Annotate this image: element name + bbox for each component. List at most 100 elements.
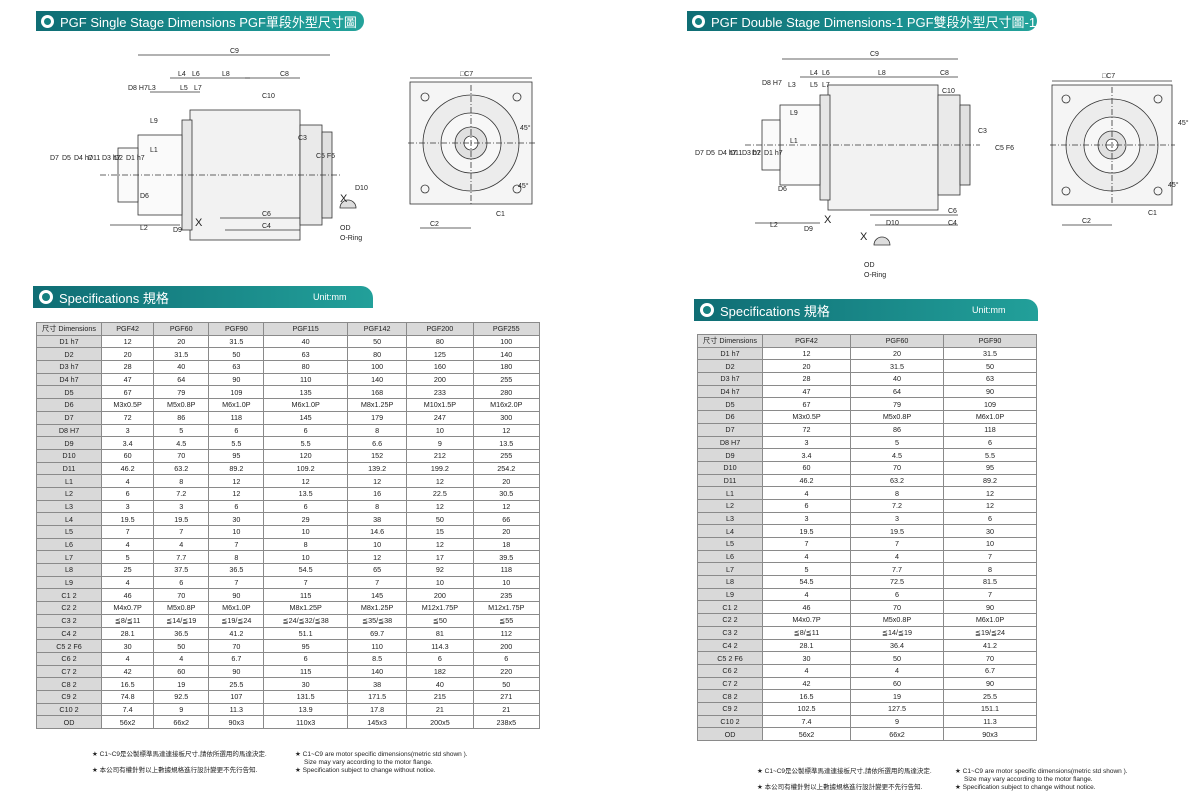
- dimension-label-cell: L2: [36, 486, 102, 501]
- value-cell: ≦8/≦11: [761, 625, 852, 640]
- model-column-header: PGF60: [153, 322, 210, 336]
- dimension-label-cell: D7: [697, 422, 763, 437]
- value-cell: 4: [153, 537, 210, 552]
- value-cell: 30.5: [472, 486, 541, 501]
- value-cell: 90: [943, 600, 1037, 615]
- value-cell: 16.5: [761, 689, 852, 703]
- value-cell: 12: [472, 423, 541, 438]
- value-cell: 151.1: [943, 701, 1037, 716]
- dim-label-d3: D3 h7: [742, 150, 761, 157]
- value-cell: 28.1: [100, 626, 155, 641]
- value-cell: 12: [406, 537, 474, 552]
- value-cell: 60: [761, 460, 852, 475]
- value-cell: 10: [346, 537, 408, 552]
- value-cell: 112: [472, 626, 541, 641]
- left-note-zh1: ★ C1~C9是公製標準馬達連接板尺寸,請依所選用的馬達決定.: [92, 751, 267, 758]
- dimension-label-cell: OD: [697, 727, 763, 741]
- value-cell: 118: [472, 563, 541, 577]
- value-cell: 20: [761, 359, 852, 374]
- dim-label-d7: D7: [695, 150, 704, 157]
- value-cell: M5x0.8P: [850, 613, 944, 627]
- value-cell: 81.5: [943, 575, 1037, 589]
- value-cell: 72: [761, 422, 852, 437]
- right-double-stage-drawing: C9 L4 L6 L8 C8 L3 L5 L7 C10 L9 L1 C3 C5 …: [695, 51, 1189, 279]
- value-cell: 12: [406, 474, 474, 488]
- dimension-label-cell: D11: [36, 461, 102, 476]
- value-cell: 9: [153, 702, 210, 717]
- section-mark-x: X: [860, 231, 868, 243]
- value-cell: 28: [100, 360, 155, 374]
- value-cell: 110: [263, 372, 348, 387]
- right-spec-title: Specifications 規格: [720, 303, 830, 319]
- dim-label-d6: D6: [140, 193, 149, 200]
- dim-label-l1: L1: [150, 147, 158, 154]
- value-cell: 42: [761, 676, 852, 691]
- value-cell: 3: [100, 423, 155, 438]
- value-cell: 4: [100, 537, 155, 552]
- left-spec-title: Specifications 規格: [59, 290, 169, 306]
- dimension-label-cell: C4 2: [697, 638, 763, 653]
- dimension-label-cell: C2 2: [697, 613, 763, 627]
- right-note-en1b: Size may vary according to the motor fla…: [964, 776, 1093, 783]
- value-cell: M6x1.0P: [208, 601, 265, 615]
- value-cell: 3: [761, 511, 852, 526]
- value-cell: M6x1.0P: [943, 410, 1037, 424]
- value-cell: 30: [943, 524, 1037, 538]
- value-cell: M4x0.7P: [100, 601, 155, 615]
- value-cell: 95: [263, 639, 348, 653]
- value-cell: 182: [406, 664, 474, 679]
- dimension-label-cell: C3 2: [697, 625, 763, 640]
- value-cell: 31.5: [850, 359, 944, 374]
- model-column-header: PGF90: [943, 334, 1037, 348]
- dim-label-d1: D1 h7: [764, 150, 783, 157]
- model-column-header: PGF42: [761, 334, 852, 348]
- value-cell: 37.5: [153, 563, 210, 577]
- value-cell: 63.2: [850, 473, 944, 488]
- value-cell: 247: [406, 410, 474, 425]
- value-cell: 8: [263, 537, 348, 552]
- value-cell: 60: [100, 448, 155, 463]
- value-cell: 6: [208, 499, 265, 514]
- right-note-zh1: ★ C1~C9是公製標準馬達連接板尺寸,請依所選用的馬達決定.: [757, 768, 932, 775]
- dimension-label-cell: D10: [36, 448, 102, 463]
- value-cell: 17: [406, 550, 474, 565]
- value-cell: M10x1.5P: [406, 398, 474, 412]
- dim-label-c5: C5 F6: [995, 145, 1014, 152]
- dimension-label-cell: L7: [697, 562, 763, 577]
- value-cell: 31.5: [208, 334, 265, 349]
- value-cell: 4: [100, 575, 155, 590]
- value-cell: 135: [263, 385, 348, 400]
- dimension-label-cell: L8: [697, 575, 763, 589]
- value-cell: 54.5: [263, 563, 348, 577]
- dimension-label-cell: C1 2: [697, 600, 763, 615]
- dim-label-c5: C5 F6: [316, 153, 335, 160]
- value-cell: 12: [472, 499, 541, 514]
- dimension-label-cell: L2: [697, 498, 763, 513]
- right-spec-header: Specifications 規格 Unit:mm: [694, 299, 1038, 321]
- dim-label-c3: C3: [978, 128, 987, 135]
- value-cell: 50: [850, 651, 944, 665]
- value-cell: 19.5: [850, 524, 944, 538]
- dim-label-c4: C4: [948, 220, 957, 227]
- value-cell: 20: [153, 334, 210, 349]
- dimension-label-cell: L8: [36, 563, 102, 577]
- left-single-stage-drawing: C9 L4 L6 L8 C8 L3 L5 L7 C10 L9 L1 C3 C5 …: [50, 48, 535, 242]
- value-cell: 7: [761, 537, 852, 551]
- dimension-label-cell: D8 H7: [697, 435, 763, 450]
- dimension-label-cell: C7 2: [36, 664, 102, 679]
- value-cell: 36.5: [208, 563, 265, 577]
- value-cell: 8.5: [346, 651, 408, 666]
- value-cell: 12: [346, 550, 408, 565]
- dim-label-l4: L4: [178, 71, 186, 78]
